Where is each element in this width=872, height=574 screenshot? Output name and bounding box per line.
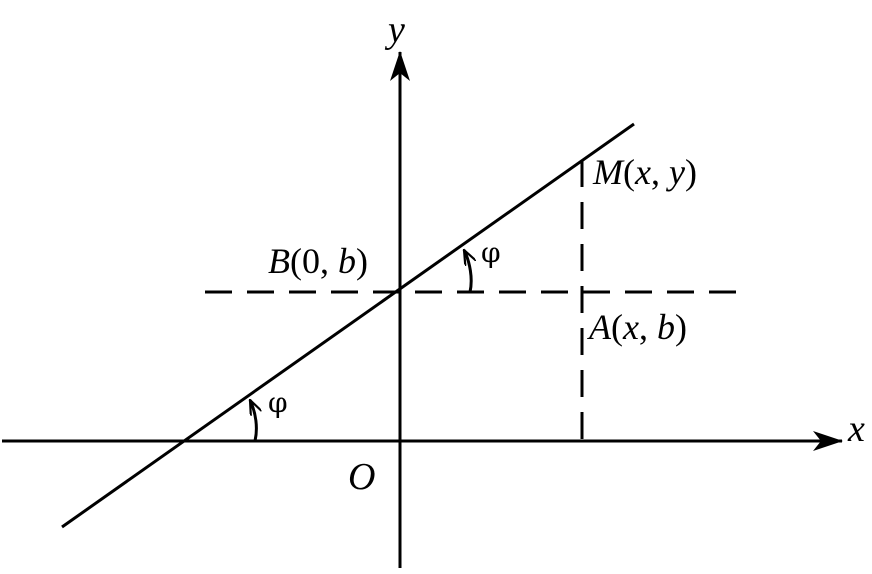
point-b-sep: , bbox=[320, 241, 338, 281]
y-axis-label: y bbox=[384, 9, 405, 51]
point-a-open: ( bbox=[611, 307, 623, 347]
angle-label-upper: φ bbox=[481, 236, 501, 269]
point-a-sep: , bbox=[639, 307, 657, 347]
point-m-close: ) bbox=[685, 152, 697, 192]
point-m-open: ( bbox=[623, 152, 635, 192]
point-b-zero: 0 bbox=[302, 241, 320, 281]
origin-label: O bbox=[348, 456, 375, 498]
x-axis-label: x bbox=[847, 408, 865, 450]
point-b-label: B(0, b) bbox=[268, 241, 368, 281]
point-m-name: M bbox=[592, 152, 625, 192]
point-a-b: b bbox=[657, 307, 675, 347]
point-m-x: x bbox=[634, 152, 651, 192]
main-line bbox=[61, 122, 635, 529]
point-a-name: A bbox=[587, 307, 612, 347]
point-a-label: A(x, b) bbox=[587, 307, 687, 347]
angle-arc-upper bbox=[462, 250, 471, 293]
point-a-x: x bbox=[622, 307, 639, 347]
angle-arc-lower bbox=[248, 400, 256, 442]
point-m-sep: , bbox=[651, 152, 669, 192]
point-m-label: M(x, y) bbox=[592, 152, 697, 192]
point-m-y: y bbox=[666, 152, 685, 192]
point-b-open: ( bbox=[290, 241, 302, 281]
point-b-close: ) bbox=[356, 241, 368, 281]
point-b-name: B bbox=[268, 241, 290, 281]
angle-label-lower: φ bbox=[268, 386, 288, 419]
point-a-close: ) bbox=[675, 307, 687, 347]
point-b-b: b bbox=[338, 241, 356, 281]
